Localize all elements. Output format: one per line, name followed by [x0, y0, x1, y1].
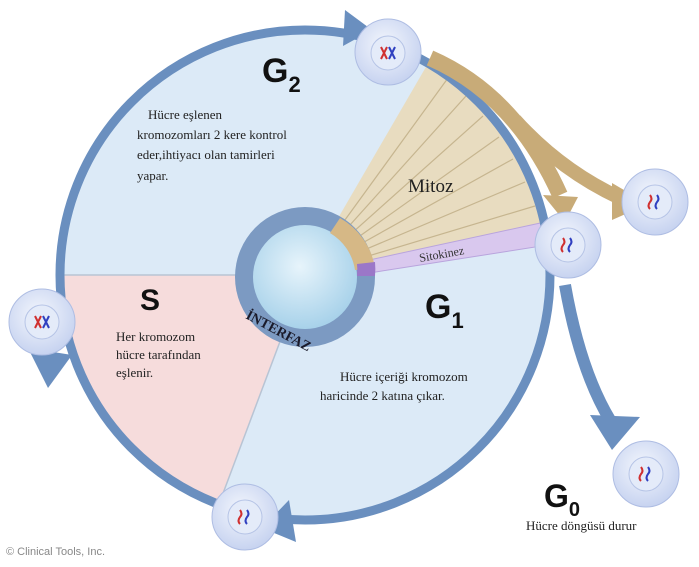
mitoz-label: Mitoz — [408, 176, 453, 197]
s-label: S — [140, 284, 160, 317]
g0-description: Hücre döngüsü durur — [526, 518, 637, 533]
g0-label: G0 — [544, 478, 580, 521]
cell-top — [355, 19, 421, 85]
cell-right — [622, 169, 688, 235]
cell-g1 — [535, 212, 601, 278]
copyright-text: © Clinical Tools, Inc. — [6, 546, 105, 558]
g0-arrow — [565, 285, 640, 450]
interfaz-sitokinez-arc — [357, 262, 375, 276]
cell-left — [9, 289, 75, 355]
cell-bottom — [212, 484, 278, 550]
cell-g0 — [613, 441, 679, 507]
